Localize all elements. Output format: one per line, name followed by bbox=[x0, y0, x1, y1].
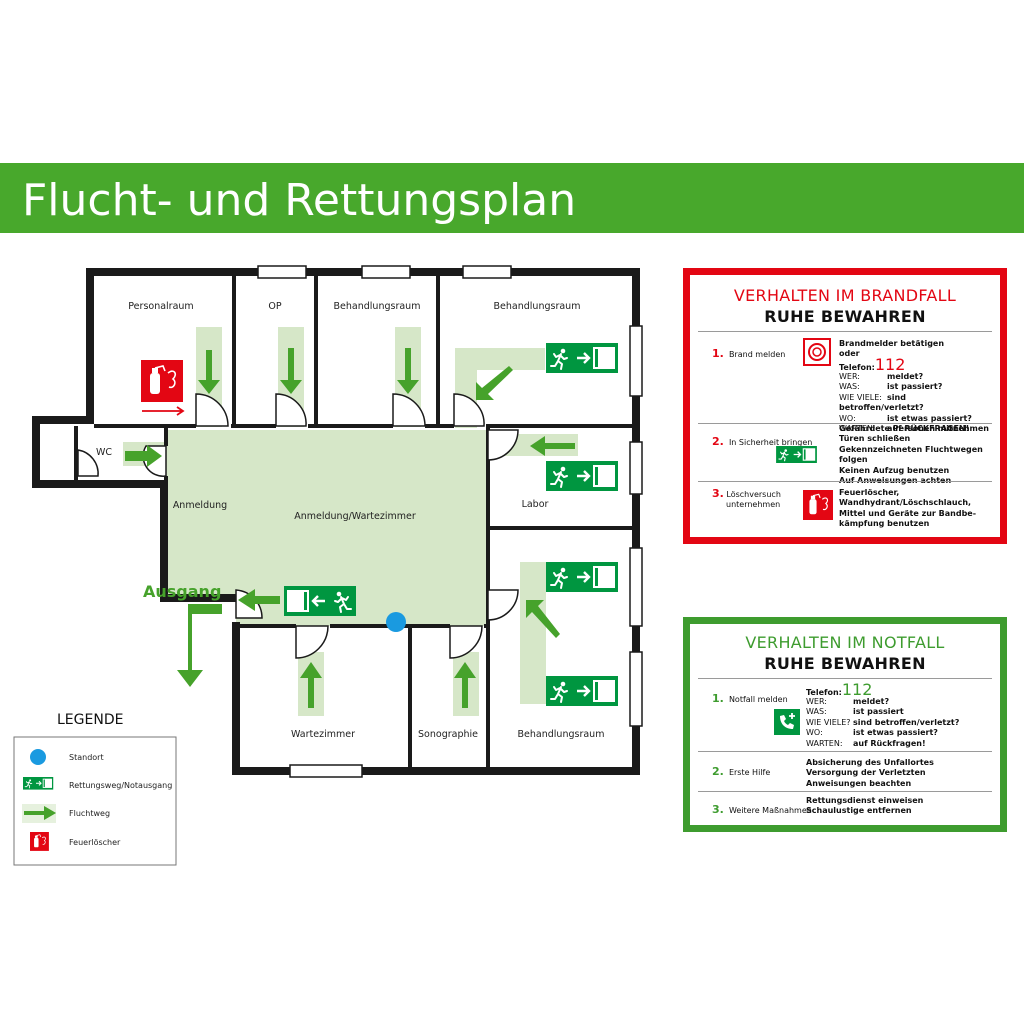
exit-sign-icon bbox=[284, 586, 356, 616]
arrow-up-icon bbox=[300, 662, 322, 708]
section-label: unternehmen bbox=[726, 500, 781, 510]
room-label-labor: Labor bbox=[522, 499, 549, 510]
fire-section-1: 1. Brand melden Brandmelder betätigen od… bbox=[698, 331, 992, 433]
exit-sign-icon bbox=[546, 343, 618, 373]
exit-label: Ausgang bbox=[143, 582, 221, 601]
room-label-wartezimmer: Wartezimmer bbox=[291, 729, 355, 740]
room-label-op: OP bbox=[268, 301, 281, 312]
inner-walls bbox=[74, 276, 632, 771]
fire-section-2: 2. In Sicherheit bringen Gefährdete Pers… bbox=[698, 423, 992, 485]
location-marker-icon bbox=[30, 749, 46, 765]
instruction-line: Anweisungen beachten bbox=[806, 778, 912, 788]
room-label-wartebereich: Anmeldung/Wartezimmer bbox=[294, 511, 416, 522]
instruction-line: Versorgung der Verletzten bbox=[806, 768, 926, 778]
section-number: 2. bbox=[712, 435, 724, 448]
legend-item: Standort bbox=[69, 753, 104, 762]
section-label: Brand melden bbox=[728, 350, 786, 359]
arrow-down-icon bbox=[280, 348, 302, 394]
fire-instructions-panel: VERHALTEN IM BRANDFALL RUHE BEWAHREN 1. … bbox=[683, 268, 1007, 544]
header-bar bbox=[0, 163, 1024, 233]
exit-sign-icon bbox=[546, 676, 618, 706]
instruction-line: Absicherung des Unfallortes bbox=[806, 758, 934, 767]
instruction-line: Schaulustige entfernen bbox=[806, 806, 912, 816]
emergency-report-rows: WER:meldet? WAS:ist passiert WIE VIELE?s… bbox=[806, 697, 960, 748]
section-label: Erste Hilfe bbox=[728, 768, 771, 777]
room-label-wc: WC bbox=[96, 447, 112, 458]
fire-report-rows: WER:meldet? WAS:ist passiert? WIE VIELE:… bbox=[839, 372, 972, 434]
instruction-line: Mittel und Geräte zur Bandbe- bbox=[839, 508, 977, 518]
exit-sign-icon bbox=[546, 562, 618, 592]
room-label-behandlungsraum: Behandlungsraum bbox=[518, 729, 605, 740]
arrow-down-icon bbox=[198, 350, 220, 394]
instruction-line: Feuerlöscher, bbox=[839, 488, 900, 497]
emergency-section-3: 3. Weitere Maßnahmen Rettungsdienst einw… bbox=[698, 791, 992, 816]
emergency-panel-subtitle: RUHE BEWAHREN bbox=[764, 654, 926, 673]
page-title: Flucht- und Rettungsplan bbox=[22, 175, 576, 226]
room-label-sonographie: Sonographie bbox=[418, 729, 478, 740]
fire-extinguisher-icon bbox=[29, 831, 50, 852]
emergency-phone-icon bbox=[774, 709, 800, 735]
section-number: 1. bbox=[712, 347, 724, 360]
legend-item: Feuerlöscher bbox=[69, 838, 121, 847]
fire-alarm-text: Brandmelder betätigen bbox=[839, 339, 945, 348]
instruction-line: Türen schließen bbox=[839, 434, 911, 444]
arrow-diagonal-icon bbox=[476, 366, 513, 400]
room-label-behandlungsraum: Behandlungsraum bbox=[494, 301, 581, 312]
instruction-line: Keinen Aufzug benutzen bbox=[839, 465, 950, 475]
windows bbox=[257, 265, 643, 778]
arrow-right-icon bbox=[24, 806, 56, 820]
exit-sign-icon bbox=[23, 777, 53, 790]
section-label: Weitere Maßnahmen bbox=[728, 806, 812, 815]
arrow-up-icon bbox=[454, 662, 476, 708]
section-number: 1. bbox=[712, 692, 724, 705]
exit-arrow-icon bbox=[177, 604, 222, 687]
phone-number: 112 bbox=[841, 680, 873, 699]
emergency-panel-title: VERHALTEN IM NOTFALL bbox=[745, 633, 945, 652]
phone-label: Telefon: bbox=[839, 362, 875, 372]
legend-item: Rettungsweg/Notausgang bbox=[69, 781, 172, 790]
exit-sign-icon bbox=[776, 446, 817, 463]
arrow-left-icon bbox=[530, 436, 575, 456]
section-number: 3. bbox=[712, 487, 724, 500]
escape-arrows bbox=[125, 348, 575, 708]
instruction-line: Gefährdete Personen mitnehmen bbox=[839, 424, 989, 433]
section-label: Notfall melden bbox=[728, 695, 788, 704]
fire-extinguisher-icon bbox=[140, 359, 184, 403]
section-number: 2. bbox=[712, 765, 724, 778]
location-marker-icon bbox=[386, 612, 406, 632]
section-number: 3. bbox=[712, 803, 724, 816]
exit-sign-icon bbox=[546, 461, 618, 491]
fire-panel-title: VERHALTEN IM BRANDFALL bbox=[733, 286, 957, 305]
instruction-line: Wandhydrant/Löschschlauch, bbox=[839, 498, 972, 508]
legend-item: Fluchtweg bbox=[69, 809, 110, 818]
doors bbox=[77, 393, 519, 659]
instruction-line: kämpfung benutzen bbox=[839, 519, 930, 529]
room-label-personalraum: Personalraum bbox=[128, 301, 193, 312]
fire-extinguisher-icon bbox=[803, 490, 833, 520]
section-label: Löschversuch bbox=[726, 490, 781, 499]
arrow-red-icon bbox=[142, 406, 185, 416]
emergency-section-2: 2. Erste Hilfe Absicherung des Unfallort… bbox=[698, 751, 992, 788]
room-label-anmeldung: Anmeldung bbox=[173, 500, 227, 511]
section-label: In Sicherheit bringen bbox=[728, 438, 813, 447]
fire-section-3: 3. Löschversuch unternehmen Feuerlöscher… bbox=[698, 481, 992, 528]
arrow-diagonal-icon bbox=[526, 600, 560, 638]
fire-or-text: oder bbox=[839, 349, 860, 359]
walls bbox=[32, 268, 640, 775]
instruction-line: Gekennzeichneten Fluchtwegen folgen bbox=[839, 444, 983, 465]
arrow-down-icon bbox=[397, 348, 419, 394]
arrow-right-icon bbox=[125, 445, 162, 467]
phone-label: Telefon: bbox=[806, 688, 842, 697]
fire-panel-subtitle: RUHE BEWAHREN bbox=[764, 307, 926, 326]
room-label-behandlungsraum: Behandlungsraum bbox=[334, 301, 421, 312]
emergency-section-1: 1. Notfall melden Telefon:112 WER:meldet… bbox=[698, 678, 992, 748]
arrow-left-icon bbox=[238, 589, 280, 611]
legend-title: LEGENDE bbox=[57, 712, 123, 728]
emergency-instructions-panel: VERHALTEN IM NOTFALL RUHE BEWAHREN 1. No… bbox=[683, 617, 1007, 832]
instruction-line: Auf Anweisungen achten bbox=[839, 476, 952, 486]
fire-alarm-icon bbox=[803, 338, 831, 366]
phone-number: 112 bbox=[874, 354, 906, 374]
instruction-line: Rettungsdienst einweisen bbox=[806, 796, 924, 805]
